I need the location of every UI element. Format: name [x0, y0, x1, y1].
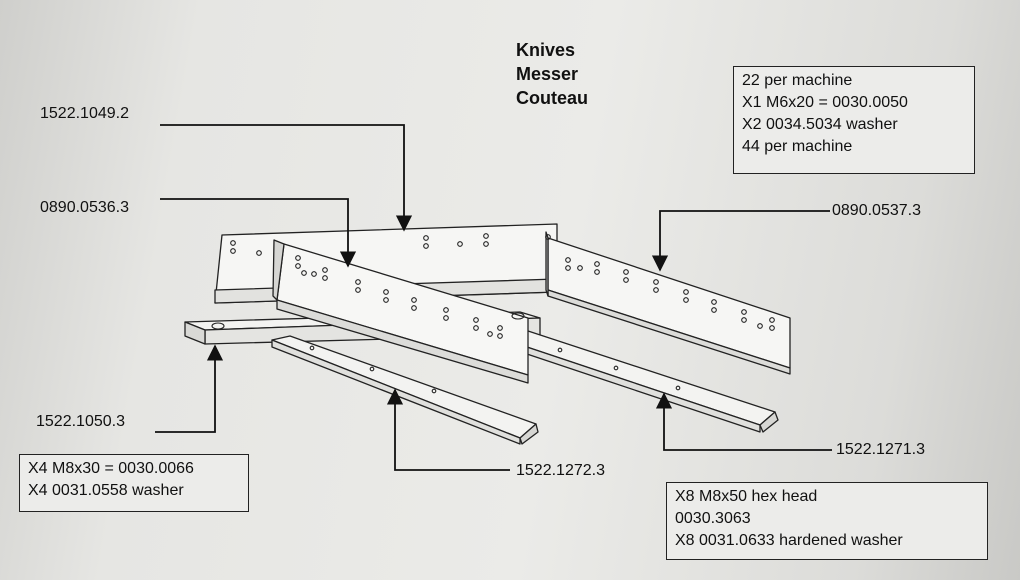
- title-line-de: Messer: [516, 64, 579, 84]
- label-left-rail: 1522.1050.3: [36, 413, 125, 430]
- note-box-bottom-left: X4 M8x30 = 0030.0066 X4 0031.0558 washer: [19, 454, 249, 512]
- front-knife-part: [272, 239, 529, 384]
- leader-middle-rail: [386, 388, 510, 471]
- note-line: X4 0031.0558 washer: [28, 482, 184, 499]
- label-right-knife: 0890.0537.3: [832, 202, 921, 219]
- note-box-bottom-right: X8 M8x50 hex head 0030.3063 X8 0031.0633…: [666, 482, 988, 560]
- title-line-fr: Couteau: [516, 88, 588, 108]
- note-line: X8 M8x50 hex head: [675, 488, 818, 505]
- title-line-en: Knives: [516, 40, 576, 60]
- leader-right-rail: [655, 392, 832, 451]
- knife-holes: [211, 233, 775, 394]
- note-line: X8 0031.0633 hardened washer: [675, 532, 903, 549]
- leader-left-rail: [155, 344, 224, 433]
- leader-lines: [155, 124, 832, 471]
- label-left-knife: 0890.0536.3: [40, 199, 129, 216]
- leader-right-knife: [651, 210, 830, 272]
- note-line: X4 M8x30 = 0030.0066: [28, 460, 194, 477]
- note-box-top-right: 22 per machine X1 M6x20 = 0030.0050 X2 0…: [733, 66, 975, 174]
- label-top-knife: 1522.1049.2: [40, 105, 129, 122]
- note-line: 22 per machine: [742, 72, 853, 89]
- label-middle-rail: 1522.1272.3: [516, 462, 605, 479]
- right-rail-part: [511, 329, 779, 433]
- label-right-rail: 1522.1271.3: [836, 441, 925, 458]
- leader-top-knife: [160, 124, 413, 232]
- note-line: X1 M6x20 = 0030.0050: [742, 94, 908, 111]
- right-knife-part: [545, 231, 791, 375]
- note-line: 0030.3063: [675, 510, 751, 527]
- note-line: X2 0034.5034 washer: [742, 116, 898, 133]
- note-line: 44 per machine: [742, 138, 853, 155]
- leader-left-knife: [160, 198, 357, 268]
